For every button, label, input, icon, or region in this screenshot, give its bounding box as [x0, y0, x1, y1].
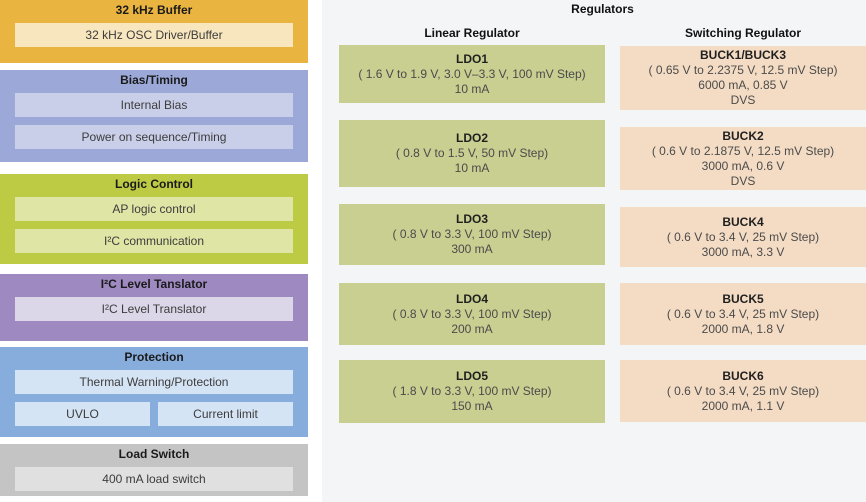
ldo2-box: LDO2 ( 0.8 V to 1.5 V, 50 mV Step) 10 mA: [339, 120, 605, 187]
regulator-extra: DVS: [730, 173, 756, 188]
block-protection: Protection Thermal Warning/Protection UV…: [0, 347, 308, 437]
block-title: Load Switch: [118, 447, 190, 461]
ldo5-box: LDO5 ( 1.8 V to 3.3 V, 100 mV Step) 150 …: [339, 360, 605, 423]
regulator-current: 200 mA: [451, 321, 493, 336]
regulator-name: BUCK2: [722, 128, 764, 143]
ldo3-box: LDO3 ( 0.8 V to 3.3 V, 100 mV Step) 300 …: [339, 204, 605, 265]
block-title: Protection: [124, 350, 184, 364]
regulator-range: ( 0.8 V to 3.3 V, 100 mV Step): [392, 227, 552, 241]
regulator-range: ( 0.6 V to 3.4 V, 25 mV Step): [666, 306, 820, 321]
buck4-box: BUCK4 ( 0.6 V to 3.4 V, 25 mV Step) 3000…: [620, 207, 866, 267]
regulator-range: ( 0.6 V to 3.4 V, 25 mV Step): [666, 229, 820, 244]
regulator-current: 2000 mA, 1.8 V: [701, 321, 785, 336]
block-item: Current limit: [158, 402, 293, 426]
regulator-name: LDO1: [455, 51, 488, 66]
buck1-buck3-box: BUCK1/BUCK3 ( 0.65 V to 2.2375 V, 12.5 m…: [620, 46, 866, 110]
protection-sub-row: UVLO Current limit: [15, 402, 293, 426]
regulator-current: 6000 mA, 0.85 V: [698, 78, 788, 92]
block-i2c-level-translator: I²C Level Tanslator I²C Level Translator: [0, 274, 308, 341]
buck5-box: BUCK5 ( 0.6 V to 3.4 V, 25 mV Step) 2000…: [620, 283, 866, 345]
ldo4-box: LDO4 ( 0.8 V to 3.3 V, 100 mV Step) 200 …: [339, 283, 605, 345]
block-title: 32 kHz Buffer: [115, 3, 193, 17]
block-item: Thermal Warning/Protection: [15, 370, 293, 394]
regulator-current: 3000 mA, 3.3 V: [701, 244, 785, 259]
regulator-name: LDO5: [455, 369, 488, 383]
block-logic-control: Logic Control AP logic control I²C commu…: [0, 174, 308, 264]
regulator-name: BUCK4: [722, 214, 764, 229]
regulator-name: BUCK5: [722, 291, 764, 306]
block-item: 32 kHz OSC Driver/Buffer: [15, 23, 293, 47]
block-bias-timing: Bias/Timing Internal Bias Power on seque…: [0, 70, 308, 162]
regulators-title: Regulators: [571, 2, 634, 16]
block-item: UVLO: [15, 402, 150, 426]
regulator-current: 3000 mA, 0.6 V: [701, 158, 785, 173]
regulator-range: ( 1.6 V to 1.9 V, 3.0 V–3.3 V, 100 mV St…: [358, 66, 586, 81]
regulator-current: 300 mA: [451, 242, 493, 256]
regulator-range: ( 0.6 V to 3.4 V, 25 mV Step): [666, 383, 820, 398]
linear-regulator-header: Linear Regulator: [424, 26, 520, 40]
buck2-box: BUCK2 ( 0.6 V to 2.1875 V, 12.5 mV Step)…: [620, 127, 866, 190]
block-32khz-buffer: 32 kHz Buffer 32 kHz OSC Driver/Buffer: [0, 0, 308, 63]
regulator-current: 150 mA: [451, 399, 493, 413]
regulator-name: BUCK6: [722, 368, 764, 383]
block-title: Logic Control: [115, 177, 193, 191]
block-item: Power on sequence/Timing: [15, 125, 293, 149]
regulator-current: 10 mA: [454, 81, 490, 96]
regulator-current: 10 mA: [454, 161, 490, 175]
switching-regulator-header: Switching Regulator: [684, 26, 801, 40]
regulator-name: LDO4: [455, 291, 488, 306]
regulator-range: ( 1.8 V to 3.3 V, 100 mV Step): [392, 384, 552, 398]
regulator-range: ( 0.6 V to 2.1875 V, 12.5 mV Step): [651, 143, 835, 158]
block-item: I²C communication: [15, 229, 293, 253]
regulator-current: 2000 mA, 1.1 V: [701, 398, 785, 413]
block-title: I²C Level Tanslator: [100, 277, 208, 291]
buck6-box: BUCK6 ( 0.6 V to 3.4 V, 25 mV Step) 2000…: [620, 360, 866, 422]
block-item: Internal Bias: [15, 93, 293, 117]
regulator-name: BUCK1/BUCK3: [699, 48, 786, 62]
regulator-extra: DVS: [730, 93, 756, 107]
block-item: AP logic control: [15, 197, 293, 221]
block-item: I²C Level Translator: [15, 297, 293, 321]
block-item: 400 mA load switch: [15, 467, 293, 491]
regulator-range: ( 0.65 V to 2.2375 V, 12.5 mV Step): [648, 63, 838, 77]
regulator-name: LDO3: [455, 212, 488, 226]
ldo1-box: LDO1 ( 1.6 V to 1.9 V, 3.0 V–3.3 V, 100 …: [339, 45, 605, 103]
regulator-range: ( 0.8 V to 3.3 V, 100 mV Step): [392, 306, 552, 321]
regulator-range: ( 0.8 V to 1.5 V, 50 mV Step): [395, 146, 549, 160]
block-load-switch: Load Switch 400 mA load switch: [0, 444, 308, 496]
block-title: Bias/Timing: [120, 73, 188, 87]
regulator-name: LDO2: [455, 131, 488, 145]
